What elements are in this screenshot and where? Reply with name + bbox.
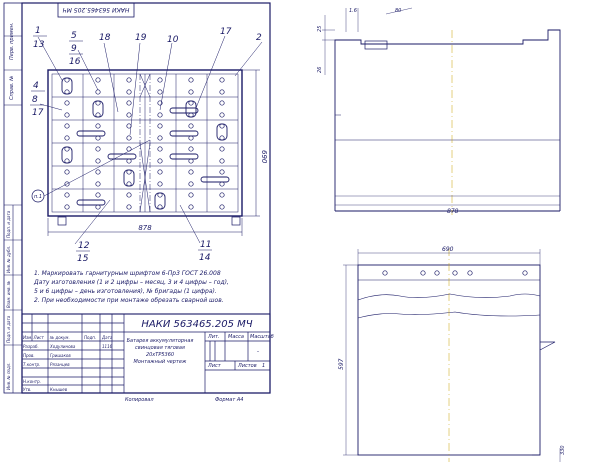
sheets-label: Листов [237,363,257,369]
row-name: Ходулинова [49,344,76,349]
callout: 2 [256,33,262,43]
signature-rows: Изм. Лист № докум. Подп. Дата Разраб. Хо… [23,335,113,392]
note-ref-circle [31,189,45,203]
side-label: Подп. и дата [6,210,11,238]
note-line: 1. Маркировать гарнитурным шрифтом 6-Пр3… [34,270,221,277]
callout: 13 [33,40,45,50]
callout: 15 [77,254,89,264]
side-label: Перв. примен. [9,22,15,60]
side-height-dim: 597 [338,358,345,370]
callout: 8 [32,95,38,105]
row-name: Гришаков [50,353,71,358]
row-role: Т.контр. [23,362,40,367]
side-label: Справ. № [9,76,15,100]
dim-top: 80 [395,8,401,14]
callout: 17 [220,27,232,37]
row-role: Пров. [23,353,35,358]
col-header-scale: Масштаб [250,334,274,340]
side-view [343,248,561,462]
callouts: 1 13 5 9 16 18 19 10 17 2 4 8 17 12 15 1… [32,26,262,264]
side-label: Инв. № дубл. [6,246,11,273]
notes: 1. Маркировать гарнитурным шрифтом 6-Пр3… [33,270,229,304]
front-view [322,7,561,215]
side-bottom-dim: 330 [560,445,566,455]
callout: 4 [33,81,39,91]
col-header-mass: Масса [228,334,244,340]
callout-lines [30,35,212,252]
callout: 16 [69,57,81,67]
col-header-lit: Лит. [207,334,220,340]
product-name-line: свинцовая тяговая [135,345,185,351]
copied-label: Копировал [125,397,154,403]
row-date: Дата [101,335,113,340]
callout: 14 [199,253,211,263]
callout: 11 [200,240,211,250]
sheet-label: Лист [207,363,222,369]
row-name: Рязанцев [50,362,70,367]
plan-height-dim: 690 [260,150,268,164]
callout: 1 [35,26,41,36]
row-name: № докум. [49,335,70,340]
product-name-line: Монтажный чертеж [134,359,187,365]
callout: 12 [78,241,90,251]
callout: 5 [71,31,77,41]
side-label: Взам. инв. № [6,281,11,308]
row-role: Н.контр. [23,379,41,384]
note-line: 2. При необходимости при монтаже обрезат… [34,297,224,304]
side-label: Инв. № подл. [6,362,11,390]
note-line: Дату изготовления (1 и 2 цифры – месяц, … [33,279,229,286]
dim-top: 1.6 [349,8,357,14]
callout: 19 [135,33,147,43]
row-role: Утв. [23,387,31,392]
dim-top: 25 [317,26,323,32]
row-role: Разраб. [23,344,39,349]
product-name-line: Батарея аккумуляторная [127,338,194,344]
side-width-dim: 690 [442,246,454,253]
note-ref: п.1 [34,194,42,200]
format-label: Формат А4 [215,397,243,403]
note-line: 5 и 6 цифры – день изготовления), № бриг… [34,288,217,295]
battery-plan [37,35,263,245]
front-width-dim: 878 [447,208,459,215]
callout: 10 [167,35,179,45]
row-role: Изм. Лист [23,335,44,340]
row-name: Кнышев [50,387,68,392]
plan-width-dim: 878 [138,224,152,232]
product-name-line: 20хТР5360 [146,352,174,358]
top-stamp: НАКИ 563465.205 МЧ [63,6,130,13]
row-date: 1116 [102,344,113,349]
side-labels: Перв. примен. Справ. № Подп. и дата Инв.… [6,22,15,390]
scale-value: – [257,349,260,355]
designation: НАКИ 563465.205 МЧ [141,319,252,330]
sheets-value: 1 [262,363,265,369]
dim-top: 26 [317,67,323,73]
callout: 18 [99,33,111,43]
title-block [21,313,271,394]
side-label: Подп. и дата [6,315,11,343]
row-sign: Подп. [84,335,96,340]
callout: 9 [71,44,77,54]
callout: 17 [32,108,44,118]
plan-dimensions [47,69,260,236]
